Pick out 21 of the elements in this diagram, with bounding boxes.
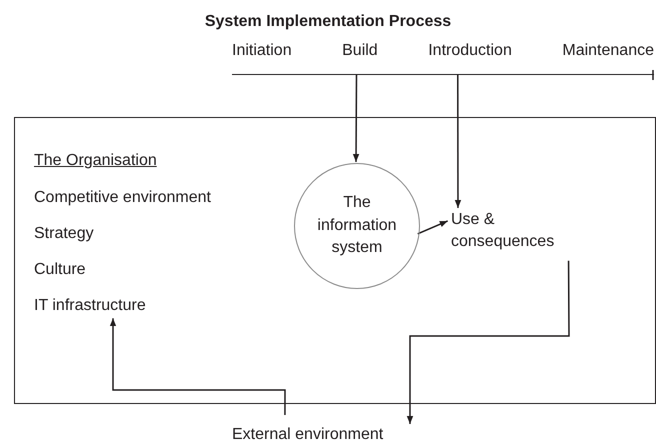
system-circle: [294, 163, 420, 289]
arrow: [110, 318, 286, 415]
arrow: [352, 75, 360, 162]
arrow: [454, 75, 462, 208]
phase-label: Build: [342, 41, 378, 61]
phase-label: Initiation: [232, 41, 292, 61]
node-label: IT infrastructure: [34, 295, 194, 317]
circle-label: The information system: [316, 193, 398, 258]
phase-label: Introduction: [428, 41, 512, 61]
arrow: [406, 260, 570, 424]
arrow: [417, 220, 448, 234]
node-label: Use & consequences: [451, 209, 565, 257]
diagram-title: System Implementation Process: [204, 13, 452, 31]
node-label: External environment: [232, 424, 438, 444]
section-heading: The Organisation: [34, 151, 157, 171]
process-timeline: [232, 40, 654, 75]
phase-label: Maintenance: [562, 41, 654, 61]
node-label: Culture: [34, 259, 134, 281]
node-label: Competitive environment: [34, 187, 264, 209]
node-label: Strategy: [34, 223, 134, 245]
organisation-box: [14, 117, 656, 404]
